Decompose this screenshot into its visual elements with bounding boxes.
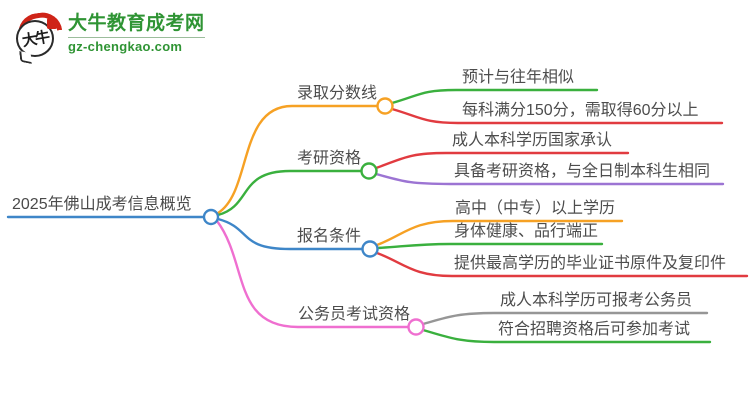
branch-circle-admission-scores [376, 97, 394, 115]
branch-label-admission-scores: 录取分数线 [297, 85, 378, 102]
leaf-same-as-fulltime: 具备考研资格，与全日制本科生相同 [454, 163, 711, 180]
branch-label-civil-service: 公务员考试资格 [298, 306, 411, 323]
branch-circle-registration [361, 240, 379, 258]
leaf-health-conduct: 身体健康、品行端正 [454, 223, 599, 240]
site-name: 大牛教育成考网 [68, 13, 205, 34]
leaf-full-marks-150: 每科满分150分，需取得60分以上 [462, 102, 699, 119]
red-seal-icon [47, 18, 57, 29]
leaf-civil-service-eligible: 成人本科学历可报考公务员 [500, 292, 693, 309]
leaf-state-recognized: 成人本科学历国家承认 [452, 132, 613, 149]
root-node-label: 2025年佛山成考信息概览 [12, 196, 192, 213]
site-url: gz-chengkao.com [68, 37, 205, 54]
root-node-circle [202, 208, 220, 226]
logo-text-block: 大牛教育成考网 gz-chengkao.com [68, 12, 205, 54]
site-logo[interactable]: 大牛 大牛教育成考网 gz-chengkao.com [12, 10, 205, 65]
connector-root-postgrad [216, 169, 363, 217]
leaf-similar-previous-years: 预计与往年相似 [462, 69, 575, 86]
ox-mascot-icon: 大牛 [12, 10, 63, 65]
branch-circle-civil-service [407, 318, 425, 336]
logo-icon-text: 大牛 [21, 29, 50, 51]
branch-circle-postgrad [360, 162, 378, 180]
connector-leaf-health-conduct [375, 242, 604, 250]
leaf-highschool-above: 高中（中专）以上学历 [455, 200, 616, 217]
branch-label-registration: 报名条件 [297, 228, 362, 245]
speech-bubble-tail [19, 50, 32, 65]
branch-label-postgrad: 考研资格 [297, 150, 362, 167]
leaf-recruitment-qualified: 符合招聘资格后可参加考试 [498, 321, 691, 338]
leaf-diploma-originals: 提供最高学历的毕业证书原件及复印件 [454, 255, 727, 272]
